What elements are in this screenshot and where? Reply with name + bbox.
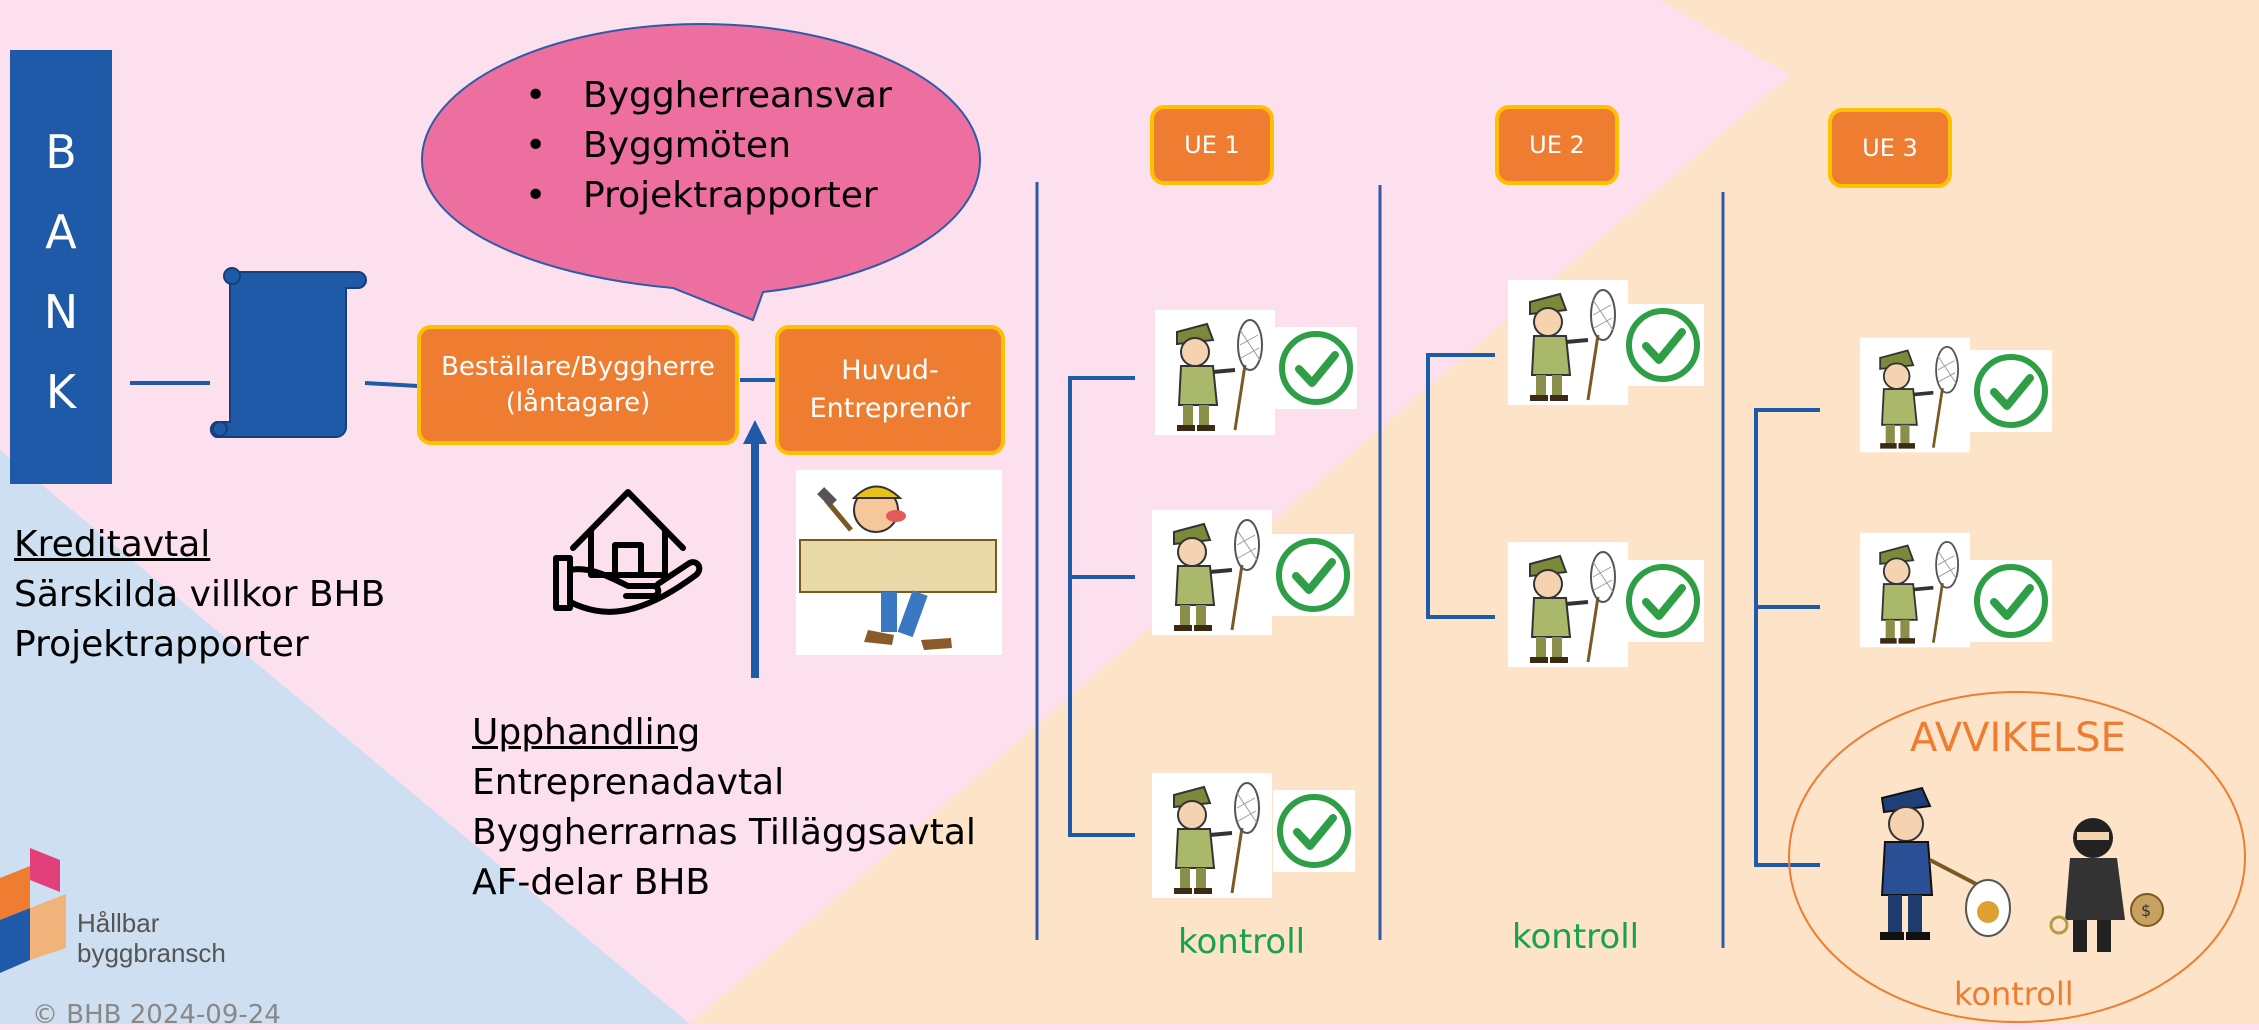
carpenter-icon (796, 470, 1002, 655)
police-officer-icon (1880, 786, 2011, 940)
green-check-icon (1970, 350, 2052, 432)
ue1-box: UE 1 (1150, 105, 1274, 185)
bhb-logo-line: byggbransch (77, 938, 226, 968)
bank-letter: K (45, 365, 77, 419)
green-check-icon (1622, 304, 1704, 386)
ue2-box: UE 2 (1495, 105, 1619, 185)
kreditavtal-title: Kreditavtal (14, 524, 211, 565)
green-check-icon (1273, 790, 1355, 872)
ue1-label: UE 1 (1184, 131, 1240, 159)
upphandling-line: AF-delar BHB (472, 862, 711, 903)
bank-box: B A N K (10, 50, 112, 484)
bubble-item: Projektrapporter (525, 175, 878, 216)
inspector-icon (1508, 542, 1628, 667)
upphandling-line: Entreprenadavtal (472, 762, 785, 803)
bank-letter: B (45, 125, 77, 179)
upphandling-line: Byggherrarnas Tilläggsavtal (472, 812, 976, 853)
kontroll-label: kontroll (1954, 975, 2074, 1013)
green-check-icon (1272, 534, 1354, 616)
bhb-logo-line: Hållbar (77, 908, 160, 938)
ue3-box: UE 3 (1828, 108, 1952, 188)
inspector-icon (1155, 310, 1275, 435)
svg-text:$: $ (2141, 901, 2151, 920)
inspector-icon (1508, 280, 1628, 405)
bank-letter: A (45, 205, 77, 259)
bhb-logo-text: Hållbar byggbransch (77, 908, 226, 968)
copyright: © BHB 2024-09-24 (32, 1000, 281, 1030)
bestallare-label: Beställare/Byggherre (441, 352, 715, 382)
inspector-icon (1860, 335, 1970, 455)
avvikelse-ellipse (1788, 691, 2246, 1023)
inspector-icon (1152, 510, 1272, 635)
burglar-icon: $ (2049, 818, 2164, 952)
bank-letter: N (43, 285, 79, 339)
upphandling-title: Upphandling (472, 712, 701, 753)
kreditavtal-line: Särskilda villkor BHB (14, 574, 386, 615)
huvud-label-2: Entreprenör (809, 393, 971, 424)
bestallare-box: Beställare/Byggherre (låntagare) (417, 325, 739, 445)
kontroll-label: kontroll (1512, 917, 1640, 957)
kontroll-label: kontroll (1178, 922, 1306, 962)
bhb-logo-icon (0, 848, 66, 973)
avvikelse-label: AVVIKELSE (1910, 715, 2126, 761)
upphandling-block: Upphandling Entreprenadavtal Byggherrarn… (472, 708, 976, 908)
bubble-item: Byggherreansvar (525, 75, 892, 116)
ue2-label: UE 2 (1529, 131, 1585, 159)
inspector-icon (1860, 530, 1970, 650)
house-in-hand-icon (553, 489, 703, 615)
green-check-icon (1275, 327, 1357, 409)
contract-scroll-icon (209, 267, 367, 438)
kreditavtal-line: Projektrapporter (14, 624, 309, 665)
huvudentreprenor-box: Huvud- Entreprenör (775, 325, 1005, 455)
bubble-item: Byggmöten (525, 125, 791, 166)
green-check-icon (1970, 560, 2052, 642)
inspector-icon (1152, 773, 1272, 898)
ue3-label: UE 3 (1862, 134, 1918, 162)
kreditavtal-block: Kreditavtal Särskilda villkor BHB Projek… (14, 520, 385, 670)
speech-bubble (420, 22, 982, 322)
bestallare-sublabel: (låntagare) (505, 388, 651, 418)
huvud-label-1: Huvud- (841, 355, 939, 386)
green-check-icon (1622, 560, 1704, 642)
